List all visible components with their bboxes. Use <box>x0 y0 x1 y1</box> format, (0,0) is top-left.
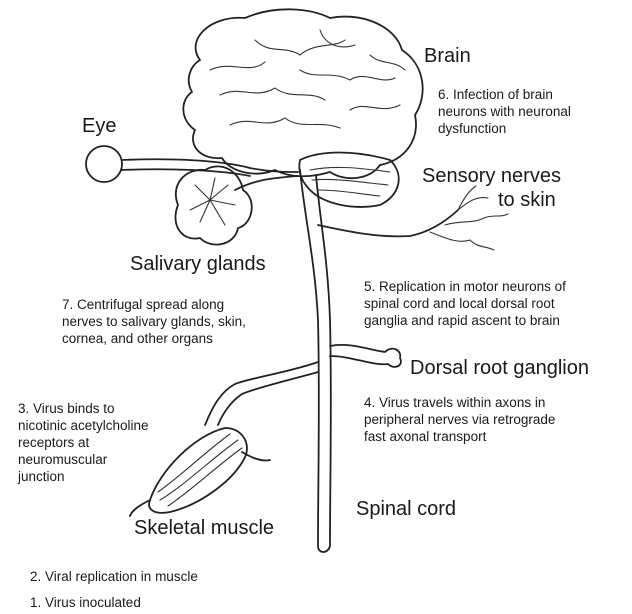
label-spinal-cord: Spinal cord <box>356 499 456 519</box>
step-4-line: fast axonal transport <box>364 428 555 445</box>
step-4-text: 4. Virus travels within axons in periphe… <box>364 394 555 445</box>
step-6-line: 6. Infection of brain <box>438 86 571 103</box>
step-6-text: 6. Infection of brain neurons with neuro… <box>438 86 571 137</box>
step-7-line: cornea, and other organs <box>62 330 246 347</box>
step-5-line: 5. Replication in motor neurons of <box>364 278 566 295</box>
step-3-line: junction <box>18 468 149 485</box>
step-7-line: 7. Centrifugal spread along <box>62 296 246 313</box>
label-brain: Brain <box>424 46 471 66</box>
step-3-line: receptors at <box>18 434 149 451</box>
step-4-line: 4. Virus travels within axons in <box>364 394 555 411</box>
step-6-line: neurons with neuronal <box>438 103 571 120</box>
step-7-line: nerves to salivary glands, skin, <box>62 313 246 330</box>
label-skeletal-muscle: Skeletal muscle <box>134 518 274 538</box>
step-3-line: 3. Virus binds to <box>18 400 149 417</box>
skeletal-muscle-illustration <box>130 428 270 516</box>
step-4-line: peripheral nerves via retrograde <box>364 411 555 428</box>
step-3-line: neuromuscular <box>18 451 149 468</box>
sensory-nerve-illustration <box>318 186 508 250</box>
dorsal-root-ganglion-illustration <box>330 345 401 367</box>
step-5-line: spinal cord and local dorsal root <box>364 295 566 312</box>
salivary-gland-illustration <box>175 166 298 244</box>
step-5-line: ganglia and rapid ascent to brain <box>364 312 566 329</box>
step-3-text: 3. Virus binds to nicotinic acetylcholin… <box>18 400 149 485</box>
label-dorsal-root-ganglion: Dorsal root ganglion <box>410 358 589 378</box>
step-5-text: 5. Replication in motor neurons of spina… <box>364 278 566 329</box>
step-1-text: 1. Virus inoculated <box>30 594 141 611</box>
label-sensory-nerves-line1: Sensory nerves <box>422 166 561 186</box>
label-sensory-nerves-line2: to skin <box>498 190 556 210</box>
step-6-line: dysfunction <box>438 120 571 137</box>
brain-illustration <box>183 9 422 207</box>
eye-illustration <box>86 146 298 182</box>
label-salivary-glands: Salivary glands <box>130 254 266 274</box>
step-7-text: 7. Centrifugal spread along nerves to sa… <box>62 296 246 347</box>
label-eye: Eye <box>82 116 116 136</box>
step-2-text: 2. Viral replication in muscle <box>30 568 198 585</box>
step-3-line: nicotinic acetylcholine <box>18 417 149 434</box>
